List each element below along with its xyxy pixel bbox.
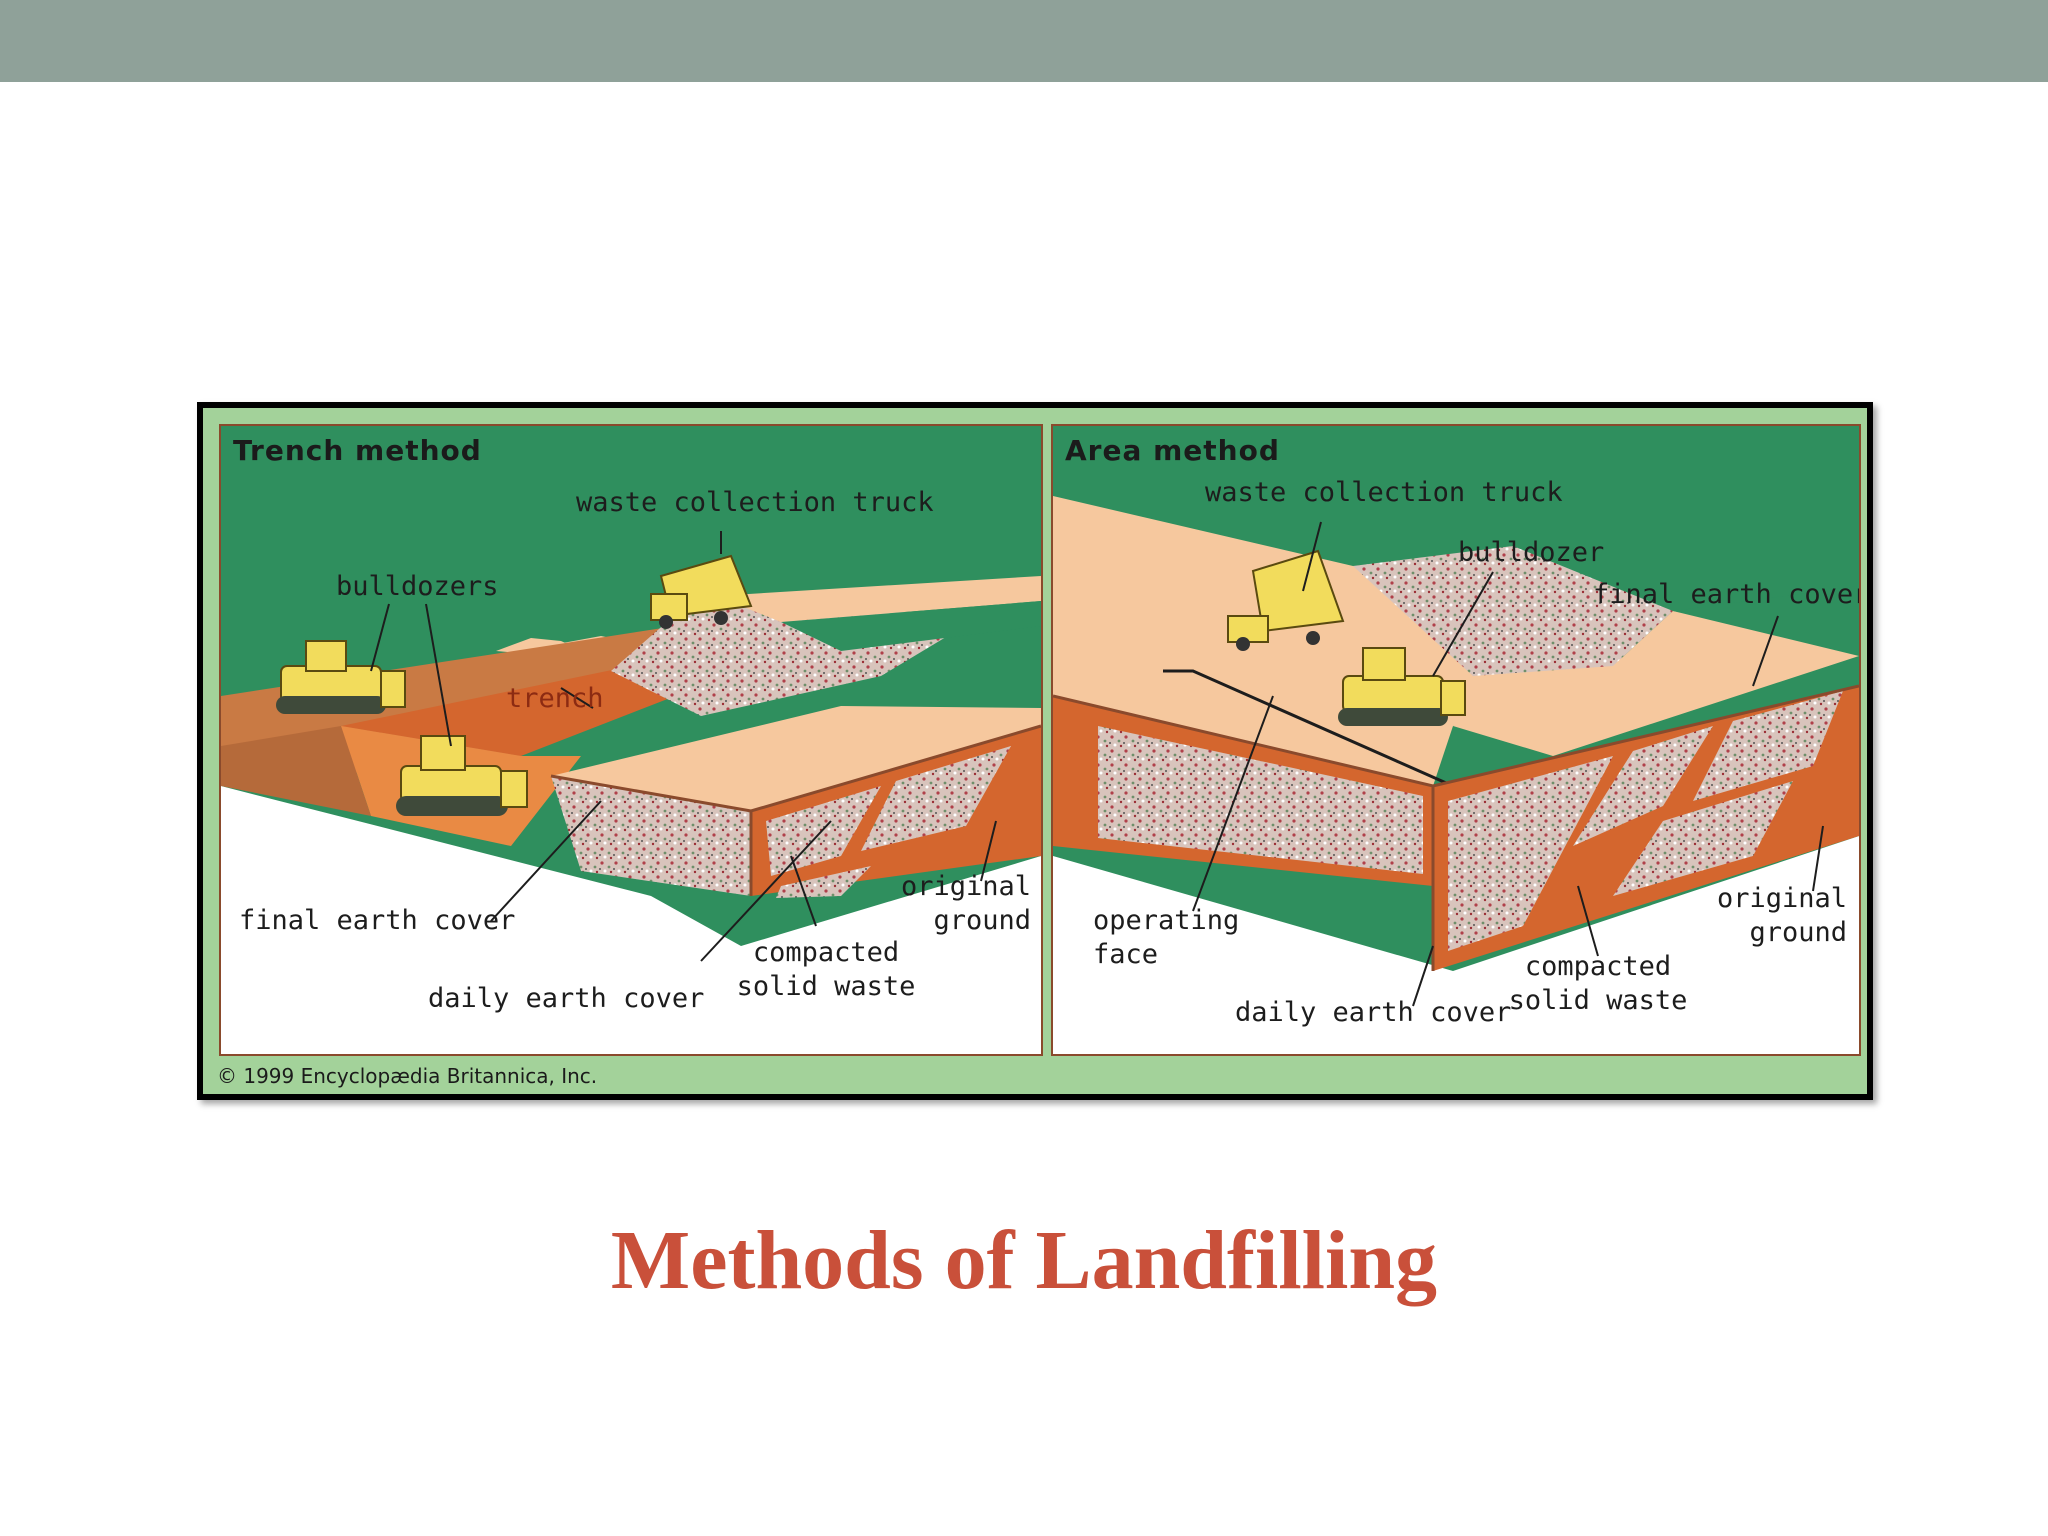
label-original-ground-line2: ground xyxy=(1749,917,1847,948)
label-original-ground-line2: ground xyxy=(933,905,1031,936)
label-final-earth-cover: final earth cover xyxy=(239,905,516,936)
label-original-ground-line1: original xyxy=(900,871,1031,902)
figure-frame: Trench method waste collection truck bul… xyxy=(203,408,1867,1094)
landfill-figure: Trench method waste collection truck bul… xyxy=(197,402,1873,1100)
label-compacted-solid-waste-line2: solid waste xyxy=(736,971,916,1002)
top-bar xyxy=(0,0,2048,82)
trench-method-title: Trench method xyxy=(233,434,482,467)
label-daily-earth-cover: daily earth cover xyxy=(428,983,705,1014)
label-bulldozers: bulldozers xyxy=(336,571,499,602)
label-operating-face-line1: operating xyxy=(1093,905,1240,936)
label-waste-collection-truck: waste collection truck xyxy=(576,487,934,518)
label-final-earth-cover: final earth cover xyxy=(1593,579,1861,610)
area-diagram xyxy=(1053,426,1859,1054)
label-compacted-solid-waste-line1: compacted xyxy=(1524,951,1672,982)
bulldozer-icon xyxy=(396,735,528,816)
label-bulldozer: bulldozer xyxy=(1458,537,1605,568)
label-waste-collection-truck: waste collection truck xyxy=(1205,477,1563,508)
truck-icon xyxy=(650,554,753,629)
label-compacted-solid-waste-line1: compacted xyxy=(752,937,900,968)
bulldozer-icon xyxy=(276,640,406,714)
label-operating-face-line2: face xyxy=(1093,939,1159,970)
label-daily-earth-cover: daily earth cover xyxy=(1235,997,1512,1028)
label-trench: trench xyxy=(506,683,604,714)
label-original-ground-line1: original xyxy=(1716,883,1847,914)
trench-diagram xyxy=(221,426,1041,1054)
copyright-notice: © 1999 Encyclopædia Britannica, Inc. xyxy=(217,1064,598,1088)
bulldozer-icon xyxy=(1338,647,1466,726)
label-compacted-solid-waste-line2: solid waste xyxy=(1508,985,1688,1016)
area-method-panel: Area method waste collection truck bulld… xyxy=(1051,424,1861,1056)
truck-icon xyxy=(1227,549,1345,651)
trench-method-panel: Trench method waste collection truck bul… xyxy=(219,424,1043,1056)
area-method-title: Area method xyxy=(1065,434,1280,467)
slide-title: Methods of Landfilling xyxy=(610,1214,1438,1307)
